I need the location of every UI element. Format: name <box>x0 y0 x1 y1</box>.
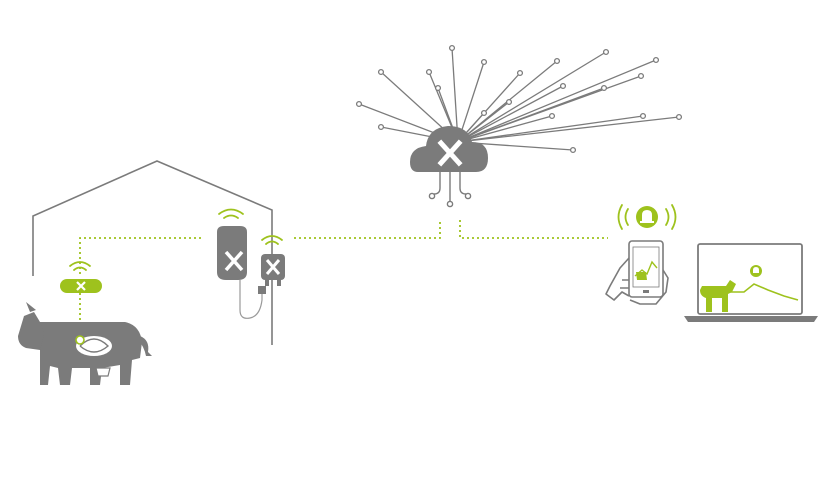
network-spoke <box>457 115 553 143</box>
network-spoke <box>457 115 644 143</box>
network-node <box>377 68 385 76</box>
base-station-icon <box>217 208 266 319</box>
hand-icon <box>605 257 669 305</box>
network-node <box>553 57 561 65</box>
network-spoke <box>457 59 657 143</box>
repeater-icon <box>261 235 285 286</box>
link-repeater-to-cloud <box>294 220 441 239</box>
laptop-icon <box>684 243 818 322</box>
repeater-wifi-icon <box>261 235 283 245</box>
bolus-x-icon <box>60 261 102 293</box>
network-node <box>675 113 683 121</box>
data-links <box>79 220 608 340</box>
network-node <box>377 123 385 131</box>
cloud-network-spokes <box>358 47 680 151</box>
network-node <box>600 84 608 92</box>
laptop-trend-line <box>730 283 799 301</box>
network-node <box>602 48 610 56</box>
network-node <box>425 68 433 76</box>
network-spoke <box>457 85 564 143</box>
network-node <box>448 44 456 52</box>
cloud-x-icon <box>410 126 488 172</box>
network-node <box>637 72 645 80</box>
network-node <box>355 100 363 108</box>
alarm-wave-icon <box>617 204 677 230</box>
link-bolus-to-base <box>79 237 204 274</box>
network-node <box>569 146 577 154</box>
cloud-connectors <box>428 172 472 208</box>
link-cloud-to-phone <box>459 220 608 239</box>
network-spoke <box>457 116 680 143</box>
network-node <box>516 69 524 77</box>
network-node <box>652 56 660 64</box>
network-node <box>480 58 488 66</box>
network-spoke <box>457 51 607 143</box>
bolus-wifi-icon <box>69 261 91 271</box>
network-node <box>505 98 513 106</box>
network-spoke <box>451 47 459 143</box>
base-station-wifi-icon <box>218 208 244 219</box>
cloud-network-nodes <box>355 44 683 154</box>
network-spoke <box>457 72 521 143</box>
network-spoke <box>457 61 485 143</box>
bell-alarm-icon <box>617 204 677 230</box>
network-spoke <box>457 75 642 143</box>
network-node <box>434 84 442 92</box>
network-node <box>639 112 647 120</box>
cow-icon <box>18 302 152 385</box>
network-node <box>559 82 567 90</box>
smartphone-icon <box>605 240 669 305</box>
laptop-cow-icon <box>700 280 736 312</box>
network-node <box>548 112 556 120</box>
network-node <box>480 109 488 117</box>
